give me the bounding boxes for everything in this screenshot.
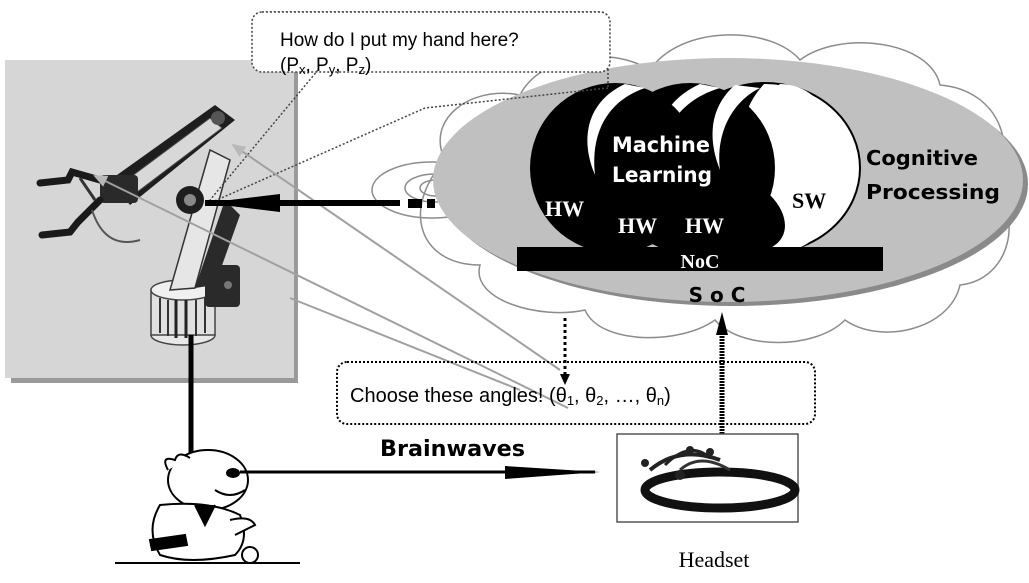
- robot-panel-background: [5, 60, 294, 378]
- pointer-line-elbow: [231, 143, 561, 371]
- angles-bubble-outline: [336, 361, 816, 425]
- pointer-line-wrist: [93, 175, 569, 409]
- question-text: How do I put my hand here?: [280, 30, 519, 51]
- noc-bar: [517, 247, 883, 271]
- cognitive-cloud: HW HW HW SW Machine Learning Cognitive P…: [371, 34, 1028, 344]
- brainwaves-label: Brainwaves: [380, 437, 525, 462]
- noc-label: NoC: [681, 251, 720, 273]
- soc-label: S o C: [689, 283, 746, 307]
- robot-arm-icon: [36, 105, 240, 346]
- hw-label-2: HW: [618, 213, 657, 238]
- sw-label: SW: [792, 188, 826, 213]
- machine-learning-label-line1: Machine: [612, 133, 710, 157]
- angles-text: Choose these angles! (θ1, θ2, …, θn): [350, 385, 671, 408]
- person-cartoon-icon: [115, 449, 300, 564]
- cognitive-processing-label-line2: Processing: [866, 180, 1000, 204]
- position-question-bubble: How do I put my hand here? (Px, Py, Pz): [209, 11, 611, 204]
- robot-arm-panel: [5, 60, 298, 383]
- headset-label: Headset: [679, 547, 750, 572]
- headset-box: [616, 433, 800, 523]
- hw-sw-blobs: [530, 82, 861, 254]
- command-arrow: [205, 194, 435, 212]
- hw-label-3: HW: [685, 213, 724, 238]
- eeg-headset-icon: [640, 446, 800, 513]
- bubble-pointer-2: [209, 87, 609, 204]
- bubble-pointer-1: [209, 69, 319, 201]
- position-coordinates: (Px, Py, Pz): [280, 55, 371, 77]
- brainwaves-arrow: [240, 466, 600, 479]
- machine-learning-label-line2: Learning: [612, 163, 712, 187]
- hw-label-1: HW: [545, 196, 584, 221]
- angles-bubble: Choose these angles! (θ1, θ2, …, θn): [336, 361, 816, 425]
- cognitive-processing-label-line1: Cognitive: [866, 146, 978, 170]
- pointer-line-base: [289, 297, 521, 391]
